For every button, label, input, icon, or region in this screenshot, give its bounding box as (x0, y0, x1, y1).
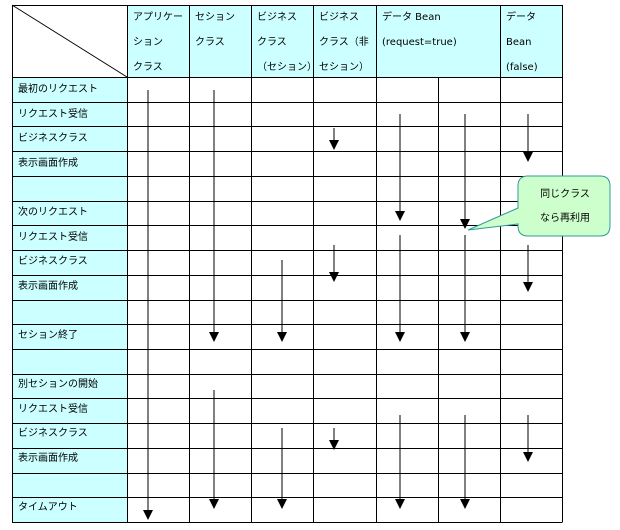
arrow-head (523, 282, 533, 292)
arrow-head (523, 452, 533, 462)
col-header-line: クラス（非 (319, 37, 369, 48)
col-header-line: セション (195, 12, 235, 23)
callout-bubble (467, 175, 611, 237)
col-header-line: クラス (133, 62, 163, 73)
col-header-line: ビジネス (319, 12, 359, 23)
arrow-head (143, 510, 153, 520)
row-label: タイムアウト (18, 502, 78, 513)
col-header-line: ビジネス (257, 12, 297, 23)
row-label: 表示画面作成 (18, 281, 78, 292)
arrow-head (523, 152, 533, 162)
callout-line: なら再利用 (540, 213, 590, 224)
row-label: リクエスト受信 (18, 232, 88, 243)
header-fill (127, 5, 562, 77)
arrow-head (460, 219, 470, 229)
arrow-head (395, 332, 405, 342)
callout-line: 同じクラス (540, 189, 590, 200)
arrow-head (460, 499, 470, 509)
row-label: リクエスト受信 (18, 404, 88, 415)
arrow-head (329, 272, 339, 282)
arrow-head (209, 332, 219, 342)
arrow-head (329, 440, 339, 450)
arrow-head (277, 499, 287, 509)
col-header-session: セション クラス (195, 5, 251, 55)
col-header-app: アプリケー ション クラス (133, 5, 189, 80)
row-label: ビジネスクラス (18, 428, 88, 439)
row-label: ビジネスクラス (18, 133, 88, 144)
row-label: 次のリクエスト (18, 207, 88, 218)
col-header-line: クラス (195, 37, 225, 48)
row-label: 表示画面作成 (18, 158, 78, 169)
col-header-databean-false: データ Bean (false) (506, 5, 558, 80)
header-diagonal (11, 4, 128, 78)
col-header-line: クラス (257, 37, 287, 48)
col-header-line: （セション） (257, 62, 314, 73)
col-header-line: データ (506, 12, 536, 23)
row-label: 最初のリクエスト (18, 84, 98, 95)
arrow-head (277, 332, 287, 342)
col-header-line: アプリケー (133, 12, 183, 23)
col-header-line: ション (133, 37, 163, 48)
col-header-line: (request=true) (382, 37, 457, 48)
row-label: 別セションの開始 (18, 379, 98, 390)
col-header-line: Bean (506, 37, 532, 48)
arrow-head (395, 499, 405, 509)
arrow-head (209, 499, 219, 509)
arrow-head (395, 211, 405, 221)
col-header-databean-request: データ Bean (request=true) (382, 5, 500, 55)
col-header-business-nonsession: ビジネス クラス（非 セション） (319, 5, 376, 80)
callout-text: 同じクラス なら再利用 (525, 183, 605, 231)
col-header-line: (false) (506, 62, 538, 73)
row-label: ビジネスクラス (18, 256, 88, 267)
row-label: 表示画面作成 (18, 453, 78, 464)
row-label: セション終了 (18, 330, 78, 341)
row-label: リクエスト受信 (18, 109, 88, 120)
col-header-line: データ Bean (382, 12, 441, 23)
arrow-head (329, 140, 339, 150)
col-header-line: セション） (319, 62, 369, 73)
arrow-head (460, 332, 470, 342)
col-header-business-session: ビジネス クラス （セション） (257, 5, 314, 80)
